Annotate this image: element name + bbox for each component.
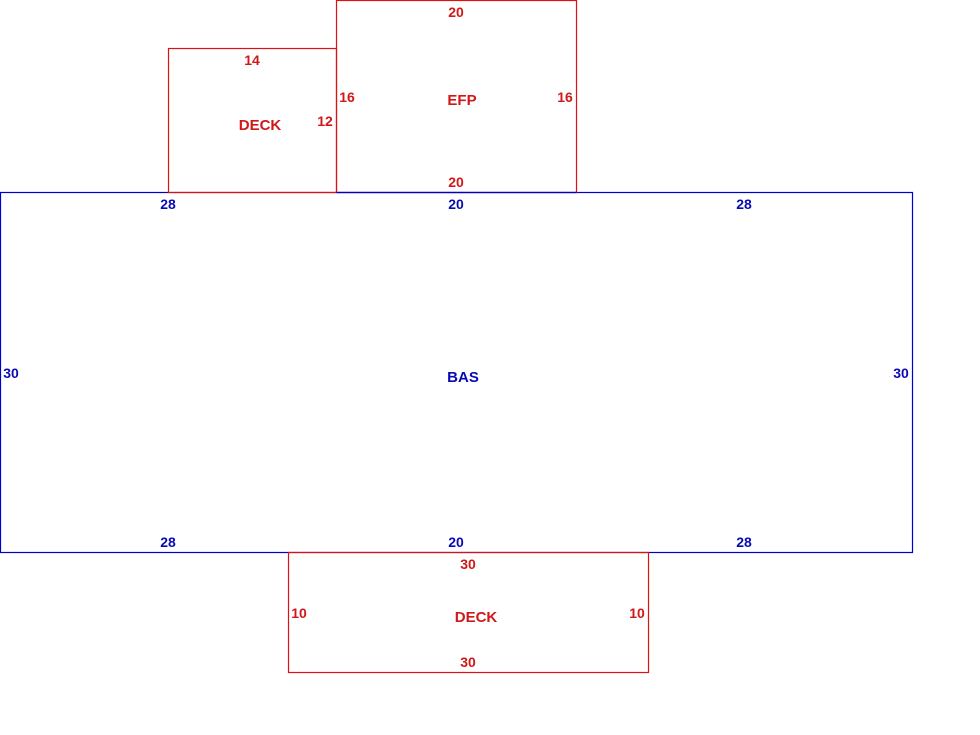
upper-deck-outline <box>167 47 338 194</box>
lower-deck-top-dimension: 30 <box>460 556 476 572</box>
bas-top-dimension-right: 28 <box>736 196 752 212</box>
bas-top-dimension-left: 28 <box>160 196 176 212</box>
efp-right-dimension: 16 <box>557 89 573 105</box>
upper-deck-right-dimension: 12 <box>317 113 333 129</box>
lower-deck-right-dimension: 10 <box>629 605 645 621</box>
bas-bottom-dimension-middle: 20 <box>448 534 464 550</box>
lower-deck-area-label: DECK <box>455 609 498 626</box>
lower-deck-bottom-dimension: 30 <box>460 654 476 670</box>
bas-bottom-dimension-right: 28 <box>736 534 752 550</box>
bas-right-dimension: 30 <box>893 365 909 381</box>
efp-bottom-dimension: 20 <box>448 174 464 190</box>
efp-left-dimension: 16 <box>339 89 355 105</box>
bas-left-dimension: 30 <box>3 365 19 381</box>
bas-area-label: BAS <box>447 369 479 386</box>
efp-area-label: EFP <box>447 92 476 109</box>
upper-deck-area-label: DECK <box>239 117 282 134</box>
bas-bottom-dimension-left: 28 <box>160 534 176 550</box>
lower-deck-outline <box>287 551 650 674</box>
bas-top-dimension-middle: 20 <box>448 196 464 212</box>
lower-deck-left-dimension: 10 <box>291 605 307 621</box>
upper-deck-top-dimension: 14 <box>244 52 260 68</box>
efp-top-dimension: 20 <box>448 4 464 20</box>
